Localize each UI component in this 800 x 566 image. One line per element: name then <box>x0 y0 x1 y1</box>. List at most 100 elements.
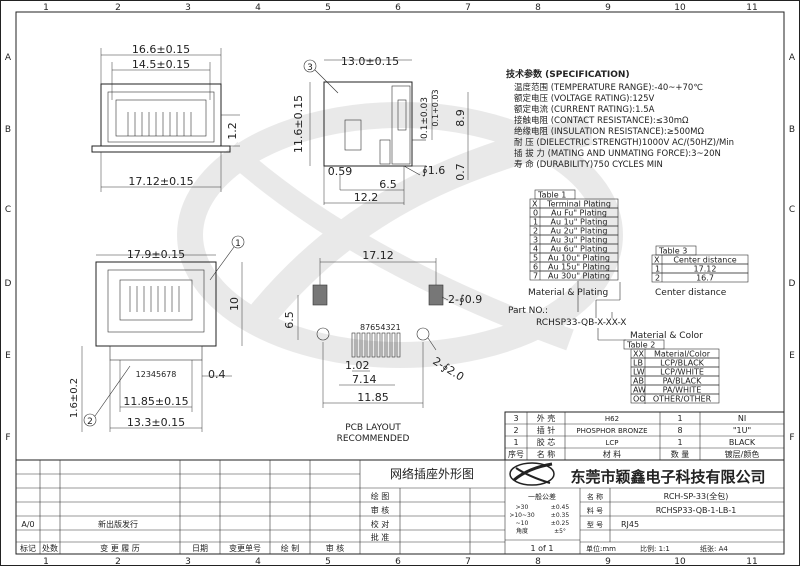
bottom-side-dim: 1.6±0.2 <box>69 378 80 418</box>
pcb-hole-right <box>428 284 444 306</box>
table1-row-x: 7 <box>533 272 538 281</box>
balloon-3 <box>303 59 317 73</box>
grid-col-10: 10 <box>674 3 686 13</box>
grid-col-bottom-10: 10 <box>674 557 686 566</box>
grid-row-right-A: A <box>789 53 796 63</box>
tol-value: ±5° <box>554 528 566 535</box>
grid-col-bottom-2: 2 <box>115 557 121 566</box>
balloon-2 <box>83 413 97 427</box>
grid-row-right-C: C <box>789 205 795 215</box>
table1-row-value: Au Fu" Plating <box>551 209 607 218</box>
bom-name: 插 针 <box>537 425 556 435</box>
tol-value: ±0.45 <box>551 504 570 511</box>
table2-row-x: AW <box>633 386 646 395</box>
unit-label: 单位:mm <box>586 544 616 553</box>
pcb-big-hole-left <box>316 327 330 341</box>
bom-header-no: 序号 <box>508 449 524 459</box>
sheet-label: 1 of 1 <box>531 544 554 553</box>
spec-line: 寿 命 (DURABILITY)750 CYCLES MIN <box>514 159 663 170</box>
balloon-2-label: 2 <box>87 417 93 427</box>
bom-plating: BLACK <box>729 438 756 447</box>
part-no-label: Part NO.: <box>508 306 548 316</box>
bom-material: LCP <box>605 439 618 447</box>
part-no-code: RCHSP33-QB-X-XX-X <box>536 318 626 328</box>
side-h2: 8.9 <box>454 109 467 127</box>
grid-col-3: 3 <box>185 3 191 13</box>
bom-material: H62 <box>605 415 619 423</box>
grid-row-F: F <box>5 433 10 443</box>
table3-header-x: X <box>654 256 660 265</box>
side-view: 3 13.0±0.15 11.6±0.15 0.1±0.03 0.1+0.03 … <box>292 55 469 205</box>
spec-line: 耐 压 (DIELECTRIC STRENGTH)1000V AC/(50HZ)… <box>514 137 734 148</box>
pcb-offset: 6.5 <box>283 311 296 329</box>
table2-title: Table 2 <box>626 341 655 350</box>
bom-header-mat: 材 料 <box>603 449 622 459</box>
label-proofread: 校 对 <box>371 519 390 529</box>
rev-header-cell: 处数 <box>42 543 58 553</box>
grid-col-7: 7 <box>465 3 471 13</box>
table3-header: Center distance <box>673 256 736 265</box>
spec-title: 技术参数 (SPECIFICATION) <box>506 68 630 80</box>
table2-header: Material/Color <box>654 350 711 359</box>
grid-col-bottom-1: 1 <box>43 557 49 566</box>
pcb-big-hole-right <box>416 327 430 341</box>
table3-row-x: 2 <box>655 274 660 283</box>
table2-header-x: XX <box>633 350 644 359</box>
table1-row-x: 4 <box>533 245 538 254</box>
table2-row-value: PA/BLACK <box>663 377 703 386</box>
rev-header-cell: 标记 <box>20 543 36 553</box>
front-view: 16.6±0.15 14.5±0.15 1.2 17.12±0.15 <box>91 43 240 192</box>
table2-row-value: LCP/BLACK <box>660 359 705 368</box>
bom-material: PHOSPHOR BRONZE <box>576 427 647 435</box>
table2-row-x: LW <box>633 368 645 377</box>
grid-col-9: 9 <box>605 3 611 13</box>
front-width-bottom: 17.12±0.15 <box>128 175 193 188</box>
grid-row-B: B <box>5 125 11 135</box>
table1-row-value: Au 1u" Plating <box>551 218 608 227</box>
table1-row-value: Au 15u" Plating <box>548 263 610 272</box>
grid-col-bottom-7: 7 <box>465 557 471 566</box>
pcb-hole-left <box>312 284 328 306</box>
bottom-pin-numbers: 12345678 <box>136 370 177 379</box>
title-block: 网络插座外形图 东莞市颖鑫电子科技有限公司 绘 图 审 核 校 对 批 准 一般… <box>15 459 785 555</box>
spec-line: 温度范围 (TEMPERATURE RANGE):-40~+70℃ <box>514 82 703 93</box>
tol-key: >30 <box>516 504 529 511</box>
grid-col-bottom-9: 9 <box>605 557 611 566</box>
pcb-pins-span: 7.14 <box>352 373 377 386</box>
part-no: Part NO.: RCHSP33-QB-X-XX-X <box>508 281 626 341</box>
label-draw: 绘 图 <box>371 491 390 501</box>
side-d3: 12.2 <box>354 191 379 204</box>
bottom-view: 17.9±0.15 1 10 12345678 1.6±0.2 0.4 11.8… <box>69 235 245 432</box>
bom-qty: 1 <box>677 414 682 423</box>
front-side-dim: 1.2 <box>226 122 239 140</box>
pcb-caption-1: PCB LAYOUT <box>345 423 401 433</box>
table1-row-x: 0 <box>533 209 538 218</box>
pcb-hole-small: 2-∮0.9 <box>448 293 482 306</box>
bom-header-plat: 镀层/颜色 <box>725 449 760 459</box>
name-label: 名 称 <box>587 492 603 501</box>
bom-qty: 8 <box>677 426 682 435</box>
side-d1: 0.59 <box>328 165 353 178</box>
side-tol: 0.1±0.03 <box>420 97 430 139</box>
front-width-inner: 14.5±0.15 <box>132 58 190 71</box>
label-check: 审 核 <box>371 505 390 515</box>
grid-col-1: 1 <box>43 3 49 13</box>
side-pin-dia: ∮1.6 <box>422 164 445 177</box>
drawing-name: 网络插座外形图 <box>390 466 474 481</box>
table3-row-x: 1 <box>655 265 660 274</box>
tol-key: ~10 <box>516 520 529 527</box>
table2-row-value: PA/WHITE <box>663 386 702 395</box>
table2-row-x: AB <box>633 377 644 386</box>
spec-line: 接触电阻 (CONTACT RESISTANCE):≤30mΩ <box>514 115 689 126</box>
table1-row-value: Au 6u" Plating <box>551 245 608 254</box>
pcb-pitch: 1.02 <box>345 359 370 372</box>
pcb-total: 11.85 <box>357 391 389 404</box>
name-value: RCH-SP-33(全包) <box>664 491 729 501</box>
bom-no: 3 <box>513 414 518 423</box>
grid-col-8: 8 <box>535 3 541 13</box>
spec-line: 绝缘电阻 (INSULATION RESISTANCE):≥500MΩ <box>514 126 704 137</box>
table1-row-value: Au 2u" Plating <box>551 227 608 236</box>
table3-caption: Center distance <box>655 288 727 298</box>
